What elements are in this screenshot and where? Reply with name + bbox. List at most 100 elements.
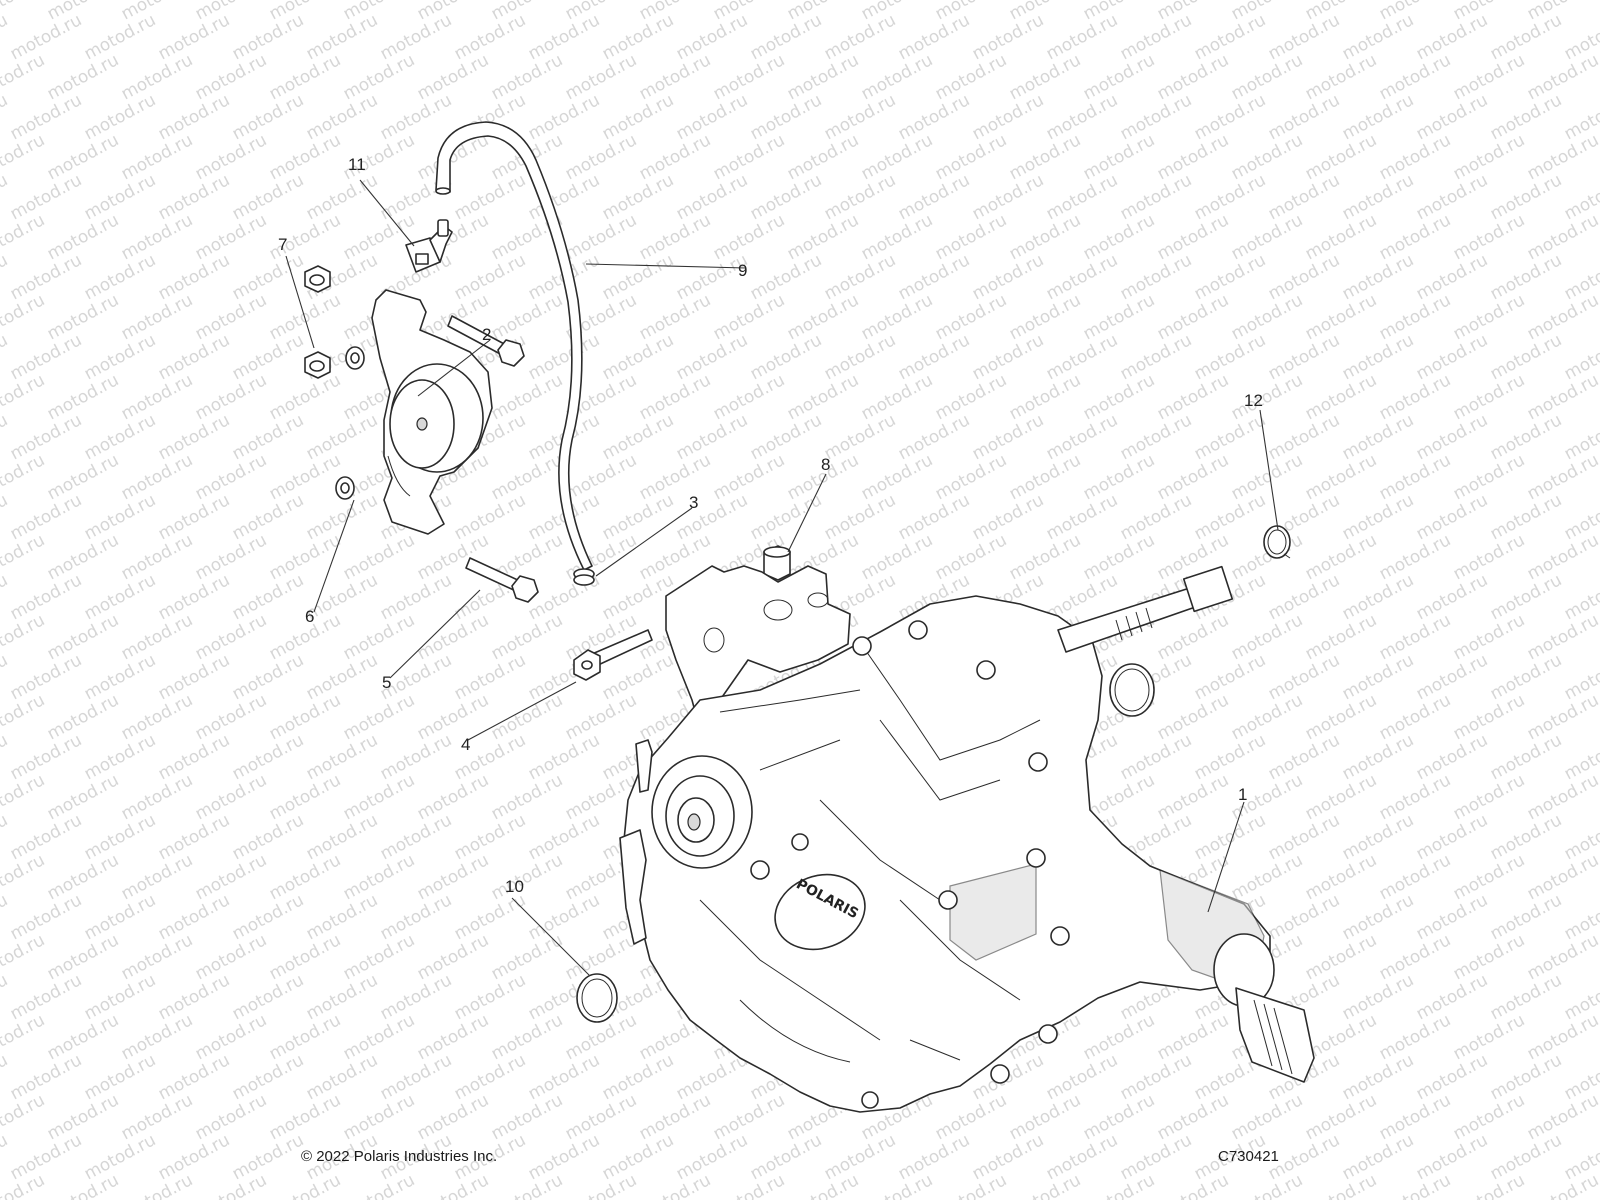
watermark-text: motod.ru xyxy=(636,370,714,424)
lock-washer-upper[interactable] xyxy=(345,346,365,370)
watermark-text: motod.ru xyxy=(1265,890,1343,944)
callout-5[interactable]: 5 xyxy=(382,673,391,692)
watermark-text: motod.ru xyxy=(192,450,270,504)
watermark-text: motod.ru xyxy=(1450,610,1528,664)
watermark-text: motod.ru xyxy=(81,10,159,64)
sensor-bracket[interactable] xyxy=(371,289,493,535)
watermark-text: motod.ru xyxy=(0,290,48,344)
callout-2[interactable]: 2 xyxy=(482,325,491,344)
callout-6[interactable]: 6 xyxy=(305,607,314,626)
leader-2 xyxy=(417,339,491,397)
leader-12 xyxy=(1259,409,1279,531)
watermark-text: motod.ru xyxy=(155,490,233,544)
callout-10[interactable]: 10 xyxy=(505,877,524,896)
hex-bolt[interactable] xyxy=(465,557,539,603)
watermark-text: motod.ru xyxy=(1006,130,1084,184)
watermark-text: motod.ru xyxy=(7,730,85,784)
flange-nut-upper[interactable] xyxy=(304,265,331,293)
watermark-text: motod.ru xyxy=(0,850,48,904)
callout-4[interactable]: 4 xyxy=(461,735,470,754)
watermark-text: motod.ru xyxy=(0,130,48,184)
callout-11[interactable]: 11 xyxy=(348,155,366,174)
watermark-text: motod.ru xyxy=(932,450,1010,504)
watermark-text: motod.ru xyxy=(1265,170,1343,224)
watermark-text: motod.ru xyxy=(1265,330,1343,384)
callout-3[interactable]: 3 xyxy=(689,493,698,512)
o-ring-upper[interactable] xyxy=(1109,663,1155,717)
callout-8[interactable]: 8 xyxy=(821,455,830,474)
watermark-text: motod.ru xyxy=(1487,410,1565,464)
leader-3 xyxy=(595,507,693,577)
transmission[interactable]: POLARIS xyxy=(619,565,1315,1113)
watermark-text: motod.ru xyxy=(1080,530,1158,584)
plug-cap[interactable] xyxy=(763,545,791,581)
watermark-text: motod.ru xyxy=(525,730,603,784)
vent-fitting[interactable] xyxy=(405,219,453,273)
watermark-text: motod.ru xyxy=(784,130,862,184)
watermark-text: motod.ru xyxy=(229,650,307,704)
watermark-text: motod.ru xyxy=(340,530,418,584)
watermark-text: motod.ru xyxy=(44,530,122,584)
watermark-text: motod.ru xyxy=(1339,250,1417,304)
flange-nut-lower[interactable] xyxy=(304,351,331,379)
o-ring-lower[interactable] xyxy=(576,973,618,1023)
watermark-text: motod.ru xyxy=(155,970,233,1024)
lock-washer[interactable] xyxy=(335,476,355,500)
watermark-text: motod.ru xyxy=(451,1050,529,1104)
watermark-text: motod.ru xyxy=(1117,490,1195,544)
flange-bolt-long[interactable] xyxy=(573,629,653,681)
watermark-text: motod.ru xyxy=(0,50,48,104)
watermark-text: motod.ru xyxy=(451,250,529,304)
callout-12[interactable]: 12 xyxy=(1244,391,1263,410)
watermark-text: motod.ru xyxy=(303,170,381,224)
watermark-text: motod.ru xyxy=(0,1090,48,1144)
watermark-text: motod.ru xyxy=(44,50,122,104)
watermark-text: motod.ru xyxy=(377,730,455,784)
watermark-text: motod.ru xyxy=(414,1170,492,1200)
watermark-text: motod.ru xyxy=(0,1050,11,1104)
watermark-text: motod.ru xyxy=(1450,530,1528,584)
snap-ring[interactable] xyxy=(1263,525,1291,559)
watermark-text: motod.ru xyxy=(7,1130,85,1184)
watermark-text: motod.ru xyxy=(599,330,677,384)
watermark-text: motod.ru xyxy=(1191,810,1269,864)
callout-7[interactable]: 7 xyxy=(278,235,287,254)
watermark-text: motod.ru xyxy=(932,530,1010,584)
watermark-text: motod.ru xyxy=(1228,850,1306,904)
watermark-text: motod.ru xyxy=(377,810,455,864)
watermark-text: motod.ru xyxy=(1413,570,1491,624)
watermark-text: motod.ru xyxy=(1265,650,1343,704)
watermark-text: motod.ru xyxy=(1339,1050,1417,1104)
vent-hose[interactable] xyxy=(435,121,593,571)
watermark-text: motod.ru xyxy=(192,930,270,984)
watermark-text: motod.ru xyxy=(1080,50,1158,104)
watermark-text: motod.ru xyxy=(1228,130,1306,184)
callout-1[interactable]: 1 xyxy=(1238,785,1247,804)
watermark-text: motod.ru xyxy=(932,1090,1010,1144)
watermark-text: motod.ru xyxy=(266,770,344,824)
watermark-text: motod.ru xyxy=(525,1050,603,1104)
watermark-text: motod.ru xyxy=(229,730,307,784)
figure-code: C730421 xyxy=(1218,1148,1279,1165)
watermark-text: motod.ru xyxy=(636,50,714,104)
hex-bolt-upper[interactable] xyxy=(447,315,525,367)
callout-9[interactable]: 9 xyxy=(738,261,747,280)
watermark-text: motod.ru xyxy=(1339,650,1417,704)
watermark-text: motod.ru xyxy=(969,90,1047,144)
watermark-text: motod.ru xyxy=(0,10,11,64)
watermark-text: motod.ru xyxy=(1154,450,1232,504)
watermark-text: motod.ru xyxy=(525,10,603,64)
watermark-text: motod.ru xyxy=(7,330,85,384)
watermark-text: motod.ru xyxy=(451,490,529,544)
watermark-text: motod.ru xyxy=(1265,810,1343,864)
hose-clamp[interactable] xyxy=(573,568,595,586)
watermark-text: motod.ru xyxy=(1487,1050,1565,1104)
watermark-text: motod.ru xyxy=(229,810,307,864)
watermark-text: motod.ru xyxy=(0,730,11,784)
watermark-text: motod.ru xyxy=(81,970,159,1024)
watermark-text: motod.ru xyxy=(0,650,11,704)
watermark-text: motod.ru xyxy=(118,930,196,984)
watermark-text: motod.ru xyxy=(340,850,418,904)
